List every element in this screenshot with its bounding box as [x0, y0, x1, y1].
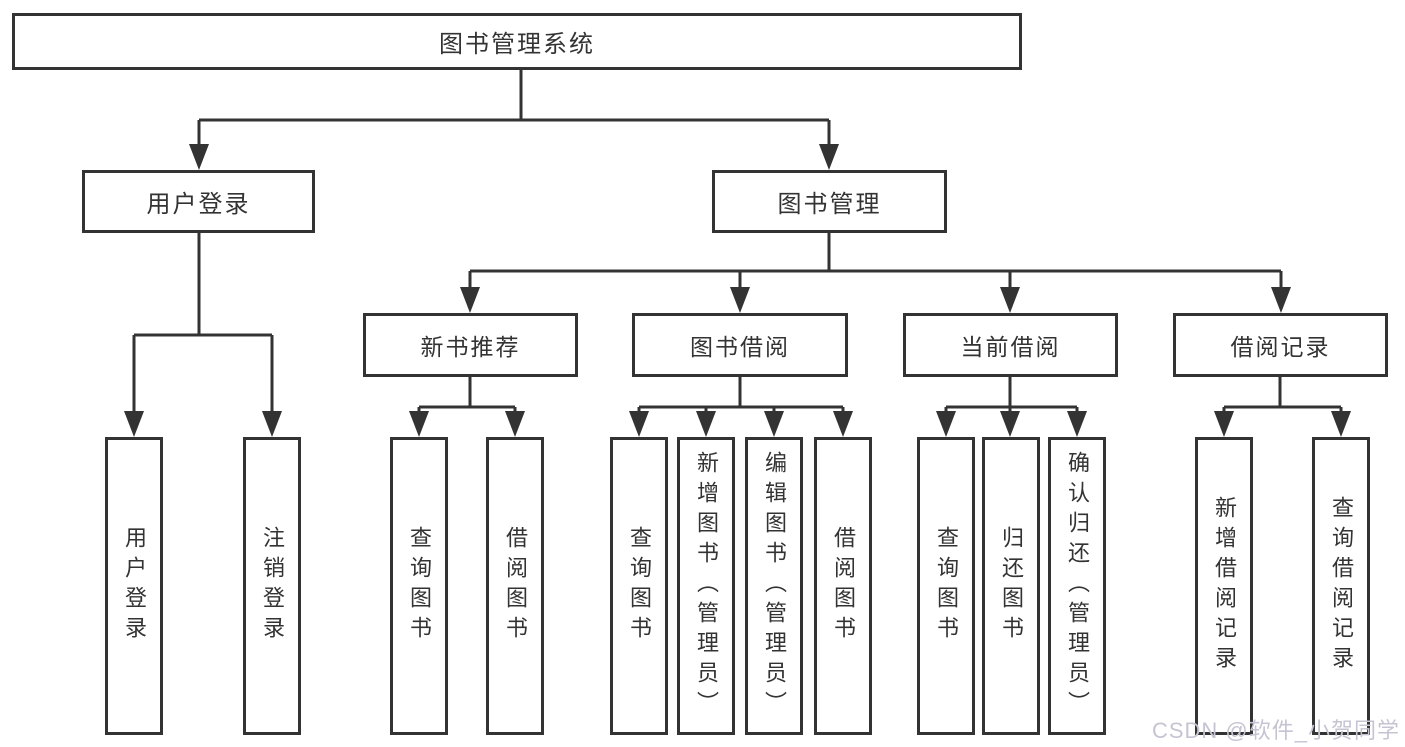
- leaf-borrow-books: 借阅图书: [814, 437, 872, 735]
- node-label: 确认归还（管理员）: [1065, 451, 1090, 721]
- node-label: 新增图书（管理员）: [694, 451, 719, 721]
- leaf-borrow-query-books: 查询图书: [610, 437, 668, 735]
- node-label: 用户登录: [146, 191, 251, 218]
- node-label: 归还图书: [999, 526, 1024, 646]
- node-label: 借阅图书: [503, 526, 528, 646]
- node-label: 当前借阅: [960, 334, 1061, 360]
- node-current-borrow: 当前借阅: [903, 313, 1118, 377]
- leaf-user-login: 用户登录: [105, 437, 163, 735]
- csdn-watermark: CSDN @软件_小贺同学: [1151, 718, 1400, 743]
- node-label: 查询图书: [407, 526, 432, 646]
- leaf-query-borrow-record: 查询借阅记录: [1312, 437, 1370, 735]
- node-label: 新书推荐: [420, 334, 521, 360]
- node-label: 借阅记录: [1230, 334, 1331, 360]
- node-new-book-recommend: 新书推荐: [363, 313, 578, 377]
- arrowheads: [124, 144, 1351, 437]
- node-label: 图书借阅: [690, 334, 790, 360]
- leaf-return-books: 归还图书: [982, 437, 1040, 735]
- node-label: 查询借阅记录: [1329, 496, 1354, 676]
- node-label: 查询图书: [934, 526, 959, 646]
- node-root-system: 图书管理系统: [12, 13, 1022, 70]
- leaf-add-borrow-record: 新增借阅记录: [1195, 437, 1253, 735]
- node-label: 新增借阅记录: [1212, 496, 1237, 676]
- node-borrow-records: 借阅记录: [1173, 313, 1388, 377]
- node-book-borrow: 图书借阅: [632, 313, 848, 377]
- node-user-login: 用户登录: [82, 170, 315, 233]
- leaf-logout: 注销登录: [243, 437, 301, 735]
- node-book-management: 图书管理: [712, 170, 947, 233]
- leaf-recommend-query-books: 查询图书: [390, 437, 448, 735]
- node-label: 图书管理: [777, 191, 882, 218]
- leaf-current-query-books: 查询图书: [917, 437, 975, 735]
- node-label: 编辑图书（管理员）: [762, 451, 787, 721]
- leaf-recommend-borrow-books: 借阅图书: [486, 437, 544, 735]
- node-label: 用户登录: [122, 526, 147, 646]
- node-label: 图书管理系统: [439, 31, 595, 58]
- leaf-confirm-return-admin: 确认归还（管理员）: [1048, 437, 1106, 735]
- leaf-edit-book-admin: 编辑图书（管理员）: [745, 437, 803, 735]
- leaf-add-book-admin: 新增图书（管理员）: [677, 437, 735, 735]
- node-label: 借阅图书: [831, 526, 856, 646]
- node-label: 注销登录: [260, 526, 285, 646]
- node-label: 查询图书: [627, 526, 652, 646]
